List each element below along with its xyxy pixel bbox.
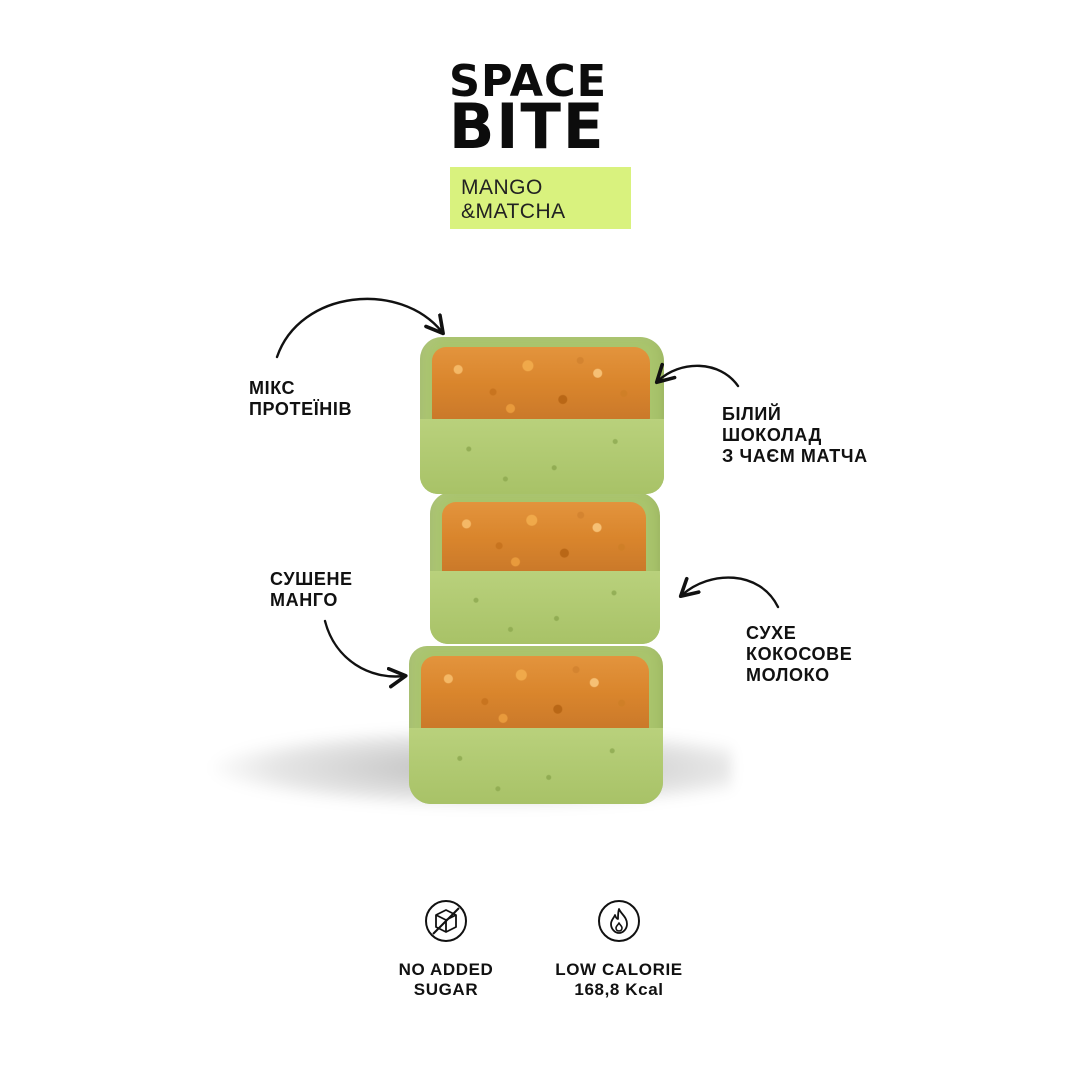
arrow-chocolate [654, 362, 740, 388]
flavor-badge: MANGO &MATCHA [450, 167, 631, 229]
callout-dried-mango: СУШЕНЕ МАНГО [270, 569, 353, 610]
product-piece-top [420, 337, 664, 494]
product-piece-middle [430, 492, 660, 644]
callout-white-chocolate: БІЛИЙ ШОКОЛАД З ЧАЄМ МАТЧА [722, 404, 868, 466]
callout-coconut-milk: СУХЕ КОКОСОВЕ МОЛОКО [746, 623, 853, 685]
flavor-line1: MANGO [461, 176, 543, 199]
arrow-coconut [678, 576, 780, 609]
no-sugar-cube-icon [424, 899, 468, 943]
matcha-filling-layer [430, 571, 660, 644]
matcha-filling-layer [409, 728, 663, 804]
brand-logo-line2: BITE [449, 90, 606, 163]
mango-crumb-layer [432, 347, 650, 423]
matcha-filling-layer [420, 418, 664, 494]
mango-crumb-layer [421, 656, 649, 732]
flavor-line2: &MATCHA [461, 200, 566, 223]
callout-protein-mix: МІКС ПРОТЕЇНІВ [249, 378, 353, 419]
mango-crumb-layer [442, 502, 646, 575]
badge-low-calorie: LOW CALORIE 168,8 Kcal [555, 960, 683, 999]
badge-no-added-sugar: NO ADDED SUGAR [398, 960, 494, 999]
flame-icon [597, 899, 641, 943]
arrow-mango [323, 619, 408, 689]
arrow-protein [275, 297, 445, 359]
product-piece-bottom [409, 646, 663, 804]
brand-logo-line1: SPACE [449, 56, 608, 107]
